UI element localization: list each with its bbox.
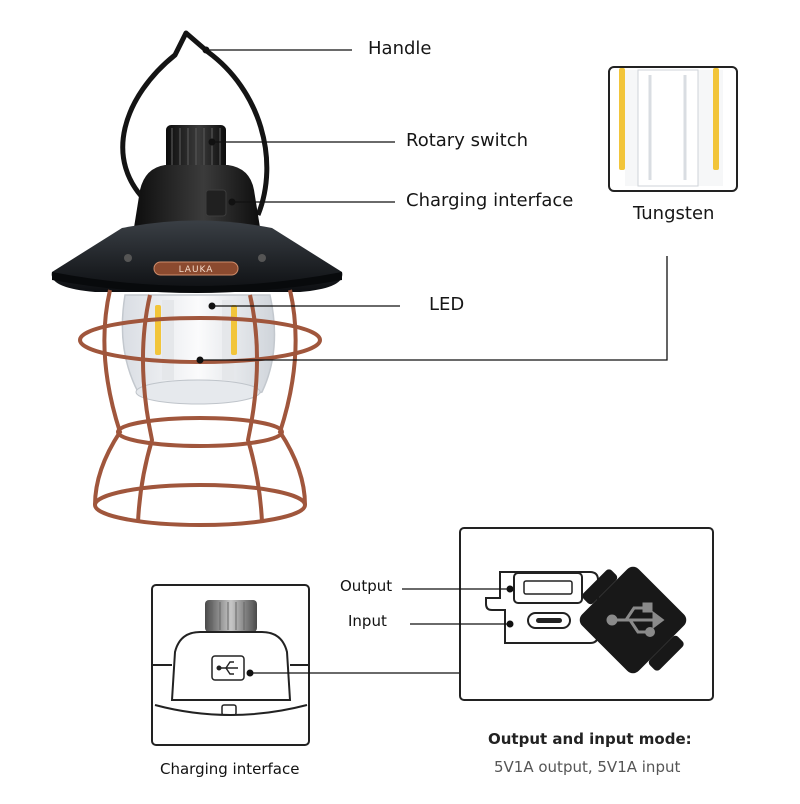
filament-left: [155, 305, 161, 355]
handle-label: Handle: [368, 38, 432, 59]
led-label: LED: [429, 294, 465, 315]
tungsten-label: Tungsten: [633, 203, 715, 224]
mode-text: 5V1A output, 5V1A input: [494, 758, 681, 776]
usb-icon: [216, 661, 238, 675]
output-input-detail: [459, 527, 714, 701]
tungsten-filament-right: [713, 68, 719, 170]
charging-interface-detail: [151, 584, 310, 746]
filament-right: [231, 305, 237, 355]
battery-pack: [579, 566, 687, 674]
handle-wire: [120, 30, 270, 216]
copper-cage: [78, 289, 322, 527]
brand-plate: [153, 261, 239, 276]
charging-port-cover: [205, 189, 227, 217]
io-leaders: [402, 588, 510, 625]
lamp-cap: [132, 165, 262, 240]
tungsten-filament-left: [619, 68, 625, 170]
callout-dots: [196, 46, 236, 364]
rotary-switch-label: Rotary switch: [406, 130, 529, 151]
charging-interface-label: Charging interface: [406, 190, 574, 211]
output-label: Output: [340, 577, 393, 595]
input-label: Input: [348, 612, 387, 630]
charging-interface-caption: Charging interface: [160, 760, 300, 778]
usb-icon: [606, 602, 665, 638]
brand-text: LAUKA: [179, 265, 214, 275]
tungsten-inset: [608, 66, 738, 192]
lantern: LAUKA: [51, 30, 343, 527]
lamp-shade: [51, 220, 343, 292]
mode-title: Output and input mode:: [488, 730, 692, 748]
callout-lines: [200, 49, 668, 361]
rotary-switch: [166, 125, 226, 175]
